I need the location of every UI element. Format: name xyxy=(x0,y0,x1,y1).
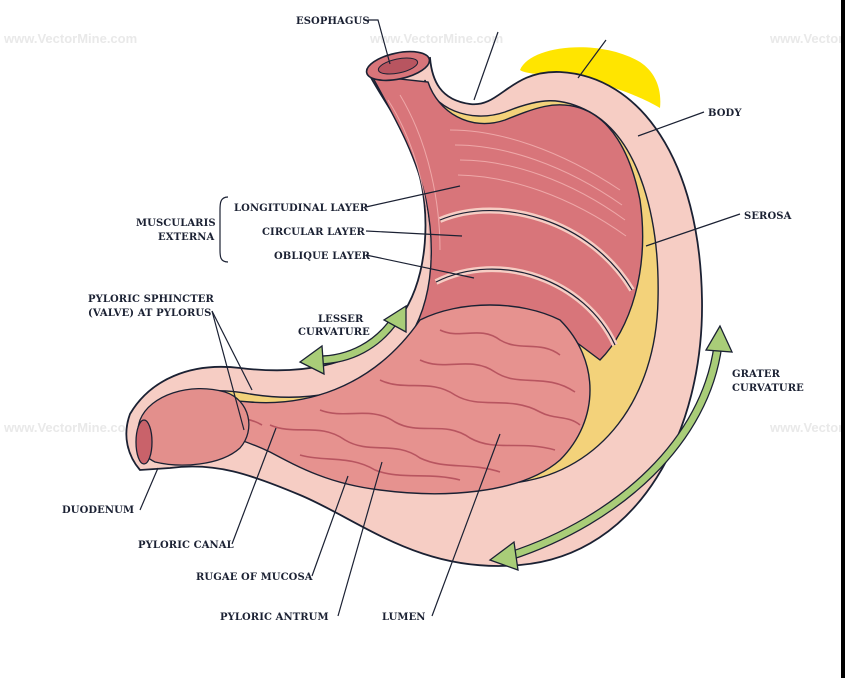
muscle-layers xyxy=(370,75,644,361)
greater-curvature-arrow xyxy=(488,324,734,571)
label-lesser-line1: LESSER xyxy=(318,314,364,325)
label-lumen: LUMEN xyxy=(382,612,426,623)
label-body: BODY xyxy=(708,108,742,119)
muscularis-bracket xyxy=(219,196,229,263)
watermark-mid-right: www.VectorMine.com xyxy=(769,420,845,435)
label-pyloric-sphincter-line2: (VALVE) AT PYLORUS xyxy=(88,308,212,319)
label-longitudinal-layer: LONGITUDINAL LAYER xyxy=(234,203,369,214)
duodenum-opening xyxy=(135,419,153,465)
muscle-fibers xyxy=(387,94,627,261)
label-duodenum: DUODENUM xyxy=(62,505,134,516)
label-esophagus: ESOPHAGUS xyxy=(296,16,370,27)
circular-layer-boundary-outline xyxy=(439,209,633,291)
label-rugae-of-mucosa: RUGAE OF MUCOSA xyxy=(196,572,313,583)
label-greater-line2: CURVATURE xyxy=(732,383,804,394)
label-serosa: SEROSA xyxy=(744,211,792,222)
label-pyloric-sphincter-line1: PYLORIC SPHINCTER xyxy=(88,294,214,305)
label-pyloric-canal: PYLORIC CANAL xyxy=(138,540,234,551)
label-muscularis-line1: MUSCULARIS xyxy=(136,218,216,229)
label-greater-line1: GRATER xyxy=(732,369,781,380)
lesser-curvature-arrow xyxy=(298,304,407,376)
label-muscularis-line2: EXTERNA xyxy=(158,232,214,243)
label-circular-layer: CIRCULAR LAYER xyxy=(262,227,366,238)
label-pyloric-antrum: PYLORIC ANTRUM xyxy=(220,612,329,623)
watermark-mid-left: www.VectorMine.com xyxy=(3,420,137,435)
label-lesser-line2: CURVATURE xyxy=(298,327,370,338)
watermark-top-center: www.VectorMine.com xyxy=(369,31,503,46)
watermark-top-right: www.VectorMine.com xyxy=(769,31,845,46)
watermark-top-left: www.VectorMine.com xyxy=(3,31,137,46)
esophagus-lumen xyxy=(377,57,419,75)
leader-lines xyxy=(139,19,741,617)
oblique-layer-boundary-outline xyxy=(435,268,616,346)
label-oblique-layer: OBLIQUE LAYER xyxy=(274,251,371,262)
right-edge-bar xyxy=(841,0,845,678)
mucosa-lumen xyxy=(151,304,591,495)
